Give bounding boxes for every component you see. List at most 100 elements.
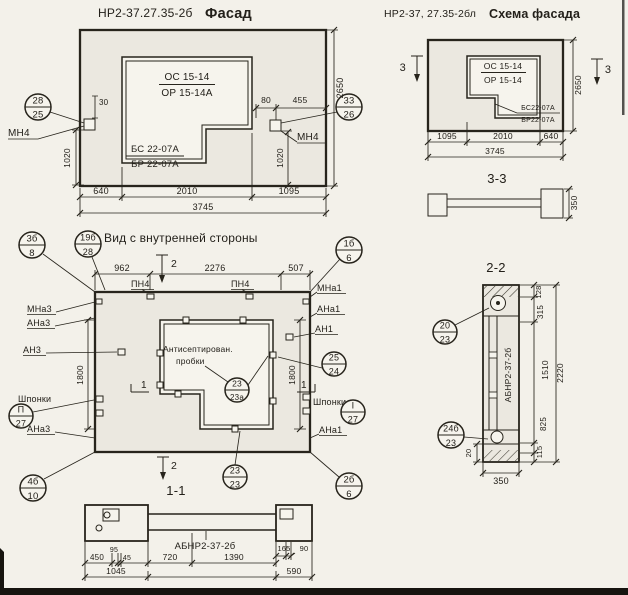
- callout-top: 3б: [26, 234, 37, 245]
- callout-23-23: 23 23: [222, 430, 248, 490]
- section-3-3-left-cap: [427, 193, 448, 217]
- plug-core-top: [496, 301, 500, 305]
- dim-line-2650: [327, 29, 338, 187]
- callout-1b-6: 1б 6: [309, 236, 363, 293]
- dim-extensions: [94, 270, 311, 290]
- leader-line: [27, 301, 96, 315]
- scheme-mark-bs: БС22-07А: [521, 105, 555, 112]
- dim-extensions: [79, 133, 327, 217]
- facade-title: Фасад: [205, 6, 252, 22]
- dim-bracket-30: [92, 95, 98, 119]
- anchor-mark: [117, 348, 126, 356]
- dim-ticks: [84, 316, 92, 433]
- sec11-dim-1045: 1045: [106, 566, 126, 576]
- section-2-2-lines: [483, 315, 519, 445]
- sec11-dim-1390: 1390: [224, 552, 244, 562]
- antiseptic-note-1: Антисептирован.: [163, 344, 233, 354]
- leader-line: [42, 253, 96, 293]
- scheme-dim-3745: 3745: [485, 146, 505, 156]
- scheme-mark-or: ОР 15-14: [484, 75, 522, 85]
- dim-ticks: [424, 153, 567, 161]
- callout-bottom: 26: [344, 110, 355, 121]
- shponki-label-right: Шпонки: [313, 397, 346, 407]
- callout-20-23: 20 23: [432, 307, 490, 345]
- facade-dim-30: 30: [99, 98, 109, 107]
- dim-ticks: [272, 552, 295, 560]
- leader-line: [8, 125, 85, 140]
- dim-line-scheme-2650: [564, 39, 577, 132]
- sec22-dim-350: 350: [493, 476, 509, 486]
- callout-bottom: 8: [29, 248, 34, 259]
- inner-dim-1800-right: 1800: [287, 365, 297, 385]
- callout-bottom: 10: [28, 491, 39, 502]
- leader-line: [91, 256, 106, 291]
- facade-mark-br: БР 22-07А: [131, 159, 179, 170]
- section-2-2-stamp: АБНР2-37-2б: [503, 348, 513, 403]
- dim-ticks: [76, 209, 330, 217]
- leader-line: [309, 312, 345, 318]
- plug-hole-bottom: [490, 430, 504, 444]
- section-cut-mark-3-right: 3: [591, 58, 611, 85]
- leader-line: [309, 258, 341, 293]
- section-1-1-title: 1-1: [166, 483, 185, 498]
- callout-top: 19б: [80, 233, 96, 243]
- an3-label: АН3: [23, 345, 41, 355]
- dim-ticks: [424, 138, 567, 146]
- plug-mark: [269, 397, 277, 405]
- shponki-label-left: Шпонки: [18, 394, 51, 404]
- callout-i-27: I 27: [340, 399, 366, 425]
- dim-ticks: [565, 185, 573, 222]
- cut-label: 3: [400, 62, 406, 74]
- callout-28-25: 28 25: [24, 93, 85, 124]
- sec11-stamp: АБНР2-37-2б: [175, 541, 236, 552]
- photo-edge-bottom: [0, 588, 628, 595]
- sec11-web-lines: [148, 513, 276, 531]
- mn4-label-right: МН4: [297, 132, 319, 143]
- sec22-dim-20: 20: [464, 449, 473, 458]
- callout-23-23a: 23 23а: [224, 355, 269, 403]
- facade-opening-inner-line: [125, 60, 249, 160]
- sec11-dim-720: 720: [163, 552, 178, 562]
- hatch-top: [484, 286, 518, 297]
- callout-24b-23: 24б 23: [437, 421, 489, 449]
- facade-mark-bs: БС 22-07А: [131, 144, 180, 155]
- plug-mark: [146, 293, 155, 300]
- callout-4b-10: 4б 10: [19, 451, 96, 502]
- section-cut-mark-2-bottom: 2: [157, 456, 177, 480]
- callout-top: 4б: [27, 477, 38, 488]
- section-2-2: 2-2 АБНР2-37-2б 20 23 24б 23 128: [432, 260, 565, 486]
- leader-line: [280, 130, 327, 144]
- plug-mark: [182, 316, 190, 324]
- callout-top: 23: [230, 466, 240, 476]
- dim-ticks: [252, 104, 330, 112]
- facade-mark-or: ОР 15-14А: [161, 88, 212, 99]
- dim-ticks: [473, 440, 481, 466]
- dim-ticks: [296, 316, 304, 433]
- dim-ticks: [81, 573, 316, 581]
- sec22-dim-315: 315: [536, 305, 545, 319]
- callout-bottom: 23: [440, 335, 450, 345]
- leader-line: [454, 307, 490, 326]
- plug-mark: [488, 351, 498, 359]
- section-3-3: 3-3 350: [427, 171, 579, 222]
- inner-view-title: Вид с внутренней стороны: [104, 231, 258, 245]
- mna1-label: МНа1: [317, 283, 342, 293]
- leader-line: [309, 451, 340, 478]
- facade-dim-640: 640: [93, 186, 109, 196]
- callout-3b-8: 3б 8: [18, 231, 96, 293]
- dim-ticks: [479, 469, 523, 477]
- leader-line: [27, 431, 96, 439]
- fraction-bar: [494, 103, 560, 114]
- bolt-mark: [103, 511, 111, 519]
- ana1-label-top: АНа1: [317, 304, 340, 314]
- callout-bottom: 23а: [230, 393, 244, 402]
- hatch-bottom: [484, 450, 518, 461]
- photo-edge-right: [622, 0, 625, 115]
- facade-dim-1020-right: 1020: [275, 148, 285, 168]
- sec11-dim-45: 45: [123, 555, 131, 562]
- ana3-label-bottom: АНа3: [27, 424, 50, 434]
- sec11-dim-95: 95: [110, 547, 118, 554]
- inner-dim-962: 962: [114, 263, 130, 273]
- plug-mark: [156, 349, 164, 357]
